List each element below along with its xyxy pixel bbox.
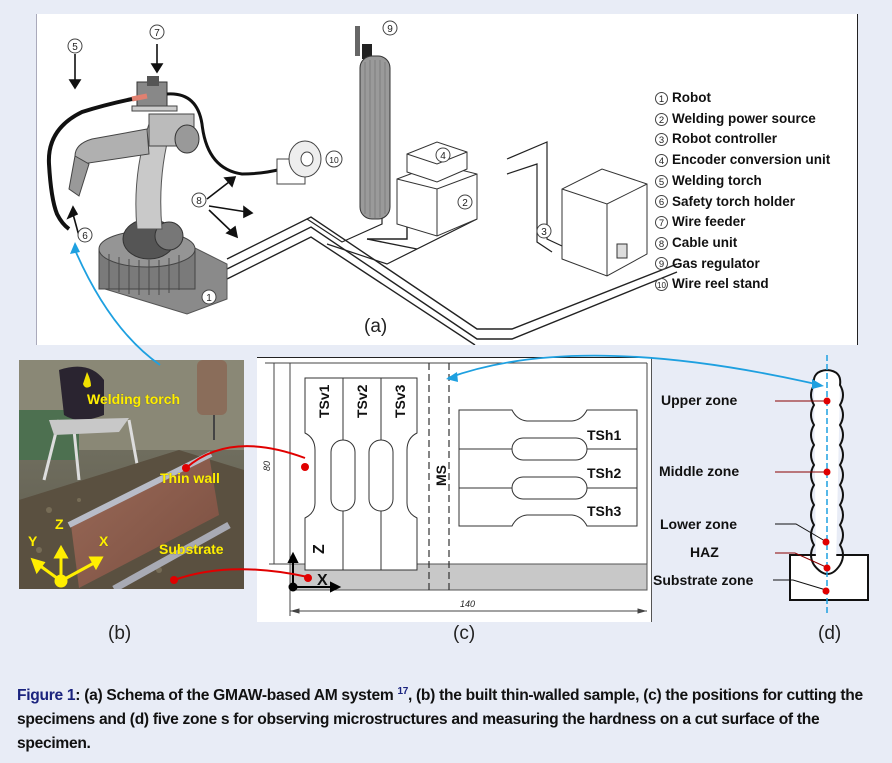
torch-connector-arrowhead — [70, 242, 80, 254]
reference-link[interactable]: 17 — [397, 686, 408, 697]
width-dimension — [290, 608, 647, 614]
ms-connector-arrowhead-left — [446, 372, 458, 382]
wall-outline — [810, 368, 844, 575]
figure-caption: Figure 1: (a) Schema of the GMAW-based A… — [17, 686, 863, 753]
torch-cable-connector — [131, 93, 148, 102]
panel-a-label: (a) — [364, 316, 388, 337]
svg-text:5: 5 — [72, 42, 78, 53]
connector-overlay — [70, 242, 824, 581]
svg-text:8: 8 — [196, 196, 202, 207]
callout-6: 6 — [77, 227, 93, 243]
callout-1: 1 — [201, 289, 217, 305]
welding-torch-cable — [46, 96, 138, 231]
callout-numbers: 5 7 9 10 8 6 1 4 2 3 — [67, 20, 552, 305]
robot-controller — [561, 168, 648, 277]
zone-haz: HAZ — [690, 544, 719, 560]
wire-reel-stand — [276, 140, 322, 185]
panel-b-label: (b) — [108, 623, 132, 644]
controller-link-2 — [506, 163, 553, 253]
callout-10: 10 — [325, 150, 343, 168]
cable-unit — [226, 216, 678, 345]
panel-a-system-schema: 5 7 9 10 8 6 1 4 2 3 (a) — [36, 14, 858, 345]
svg-text:4: 4 — [440, 151, 446, 162]
specimen-tsh3: TSh3 — [587, 503, 621, 519]
x-label: X — [317, 572, 328, 589]
panel-c-label: (c) — [453, 623, 476, 644]
zone-middle: Middle zone — [659, 463, 740, 479]
ms-label: MS — [433, 465, 449, 486]
panel-d-zone-diagram — [773, 355, 869, 615]
thin-wall-label: Thin wall — [160, 470, 220, 486]
horizontal-specimens — [458, 409, 638, 527]
callout-3: 3 — [536, 223, 552, 239]
figure-label: Figure 1 — [17, 687, 76, 705]
gas-cylinder — [355, 26, 391, 220]
width-dimension-label: 140 — [460, 599, 475, 609]
svg-text:1: 1 — [206, 293, 212, 304]
svg-text:2: 2 — [462, 198, 468, 209]
specimen-tsh2: TSh2 — [587, 465, 621, 481]
specimen-tsv3: TSv3 — [392, 384, 408, 418]
callout-arrows — [66, 44, 254, 239]
xyz-axes — [30, 544, 104, 588]
callout-2: 2 — [457, 194, 473, 210]
svg-text:10: 10 — [329, 155, 339, 165]
thin-wall-photo — [19, 360, 244, 589]
zone-leaders — [773, 400, 827, 591]
welding-power-source — [396, 141, 478, 237]
axis-y-label: Y — [28, 533, 38, 549]
cutting-layout-drawing: TSv1 TSv2 TSv3 MS TSh1 TSh2 TSh3 Z X 80 … — [262, 362, 648, 616]
robot-illustration — [68, 76, 228, 315]
svg-text:7: 7 — [154, 28, 160, 39]
zone-markers — [822, 397, 831, 595]
torch-connector — [74, 249, 161, 366]
zone-upper: Upper zone — [661, 392, 738, 408]
zone-lower: Lower zone — [660, 516, 738, 532]
thin-wall-leader — [185, 445, 306, 469]
svg-text:6: 6 — [82, 231, 88, 242]
panel-b-sample-photo: Welding torch Thin wall Substrate Z Y X — [19, 360, 244, 589]
axis-x-label: X — [99, 533, 109, 549]
height-dimension-label: 80 — [262, 461, 272, 471]
system-schema-drawing: 5 7 9 10 8 6 1 4 2 3 — [46, 20, 678, 345]
axis-z-label: Z — [55, 516, 64, 532]
controller-link-1 — [506, 141, 563, 247]
panel-c-cutting-positions: TSv1 TSv2 TSv3 MS TSh1 TSh2 TSh3 Z X 80 … — [257, 357, 652, 622]
z-label: Z — [311, 544, 328, 554]
substrate-leader — [173, 568, 309, 581]
substrate-label: Substrate — [159, 541, 224, 557]
svg-text:3: 3 — [541, 227, 547, 238]
specimen-tsv1: TSv1 — [316, 384, 332, 418]
zone-substrate: Substrate zone — [653, 572, 754, 588]
welding-torch-label: Welding torch — [87, 391, 181, 407]
callout-9: 9 — [382, 20, 398, 36]
svg-text:9: 9 — [387, 24, 393, 35]
power-line — [326, 218, 478, 265]
wire-feed-cable — [166, 92, 283, 176]
callout-5: 5 — [67, 38, 83, 54]
callout-7: 7 — [149, 24, 165, 40]
ms-cut-lines — [428, 363, 450, 590]
ms-connector — [447, 354, 821, 386]
panel-d-label: (d) — [818, 623, 842, 644]
callout-8: 8 — [191, 192, 207, 208]
specimen-tsh1: TSh1 — [587, 427, 621, 443]
ms-connector-arrowhead-right — [812, 379, 824, 389]
callout-4: 4 — [435, 147, 451, 163]
wall-marker — [301, 463, 309, 471]
specimen-tsv2: TSv2 — [354, 384, 370, 418]
vertical-specimens — [304, 377, 418, 571]
